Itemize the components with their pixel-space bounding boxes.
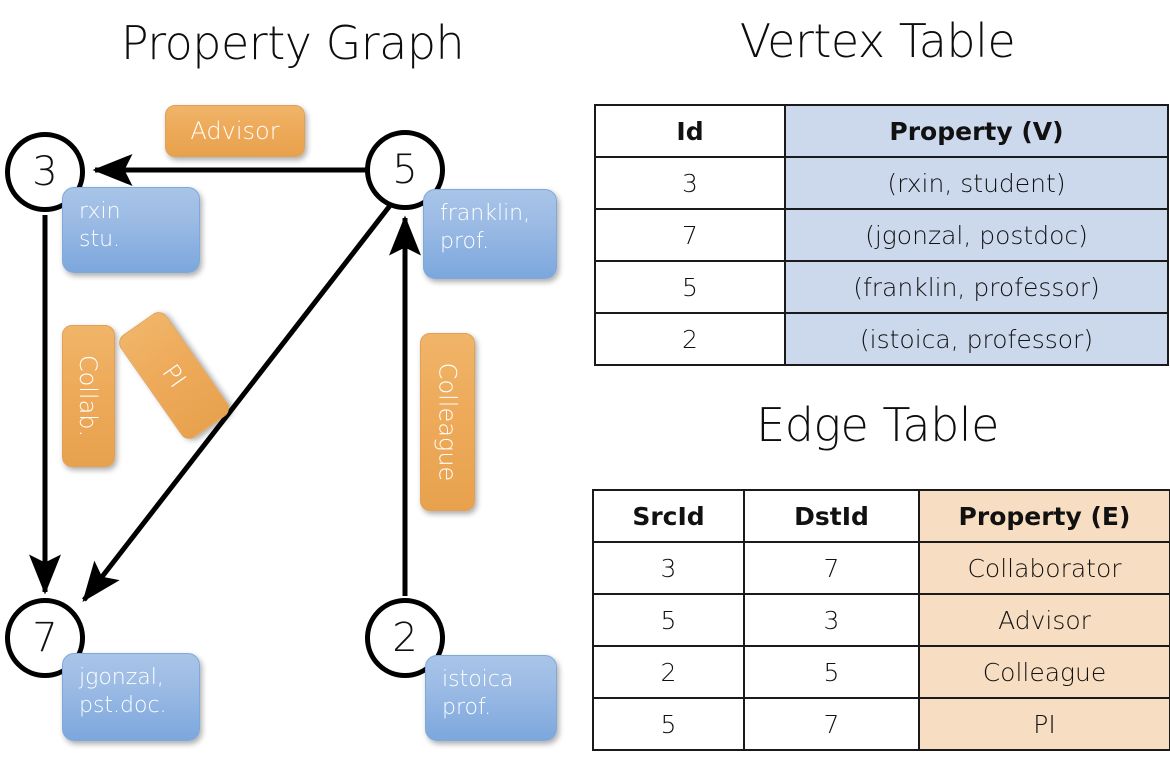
page-title-edge-table: Edge Table [756,398,999,452]
graph-vertex-5-label: 5 [392,147,418,193]
edge-table-header-dstid: DstId [743,489,920,543]
graph-vertex-3-label: 3 [32,149,58,195]
edge-table-cell-dstid: 5 [743,645,920,699]
edge-table-header-srcid: SrcId [592,489,745,543]
table-row: 3 (rxin, student) [594,156,1169,210]
vertex-table-cell-property: (jgonzal, postdoc) [784,208,1169,262]
graph-edges-layer [29,154,421,602]
edge-property-collab-label: Collab. [74,354,103,438]
edge-table-cell-property: PI [918,697,1170,751]
vertex-property-box-rxin: rxin stu. [62,187,200,273]
table-row: 2 5 Colleague [592,645,1170,699]
vertex-table: Id Property (V) 3 (rxin, student) 7 (jgo… [594,104,1169,366]
property-graph-diagram: 3 5 7 2 rxin stu. franklin, prof. jgonza… [5,105,557,741]
edge-table-cell-property: Collaborator [918,541,1170,595]
edge-table: SrcId DstId Property (E) 3 7 Collaborato… [592,489,1170,751]
vertex-table-header-row: Id Property (V) [594,104,1169,158]
graph-vertex-5[interactable]: 5 [365,130,445,210]
vertex-property-rxin-line2: stu. [79,226,121,252]
edge-property-pi-label: PI [156,358,192,393]
edge-table-header-property: Property (E) [918,489,1170,543]
edge-property-box-advisor: Advisor [165,105,305,157]
edge-table-cell-dstid: 7 [743,541,920,595]
table-row: 3 7 Collaborator [592,541,1170,595]
edge-table-cell-srcid: 5 [592,593,745,647]
edge-property-advisor-label: Advisor [190,117,280,145]
page-title-vertex-table: Vertex Table [739,14,1016,68]
vertex-table-header-property: Property (V) [784,104,1169,158]
edge-table-cell-property: Advisor [918,593,1170,647]
vertex-property-jgonzal-line1: jgonzal, [79,665,164,690]
table-row: 7 (jgonzal, postdoc) [594,208,1169,262]
graph-vertex-2-label: 2 [392,615,418,661]
edge-table-cell-dstid: 7 [743,697,920,751]
table-row: 2 (istoica, professor) [594,312,1169,366]
vertex-property-box-istoica: istoica prof. [425,655,557,741]
table-row: 5 7 PI [592,697,1170,751]
vertex-table-cell-property: (rxin, student) [784,156,1169,210]
edge-property-box-collab: Collab. [62,325,115,467]
edge-table-cell-srcid: 5 [592,697,745,751]
vertex-property-istoica-line2: prof. [442,694,492,720]
edge-property-box-colleague: Colleague [420,333,475,511]
vertex-property-box-franklin: franklin, prof. [423,189,557,279]
vertex-property-franklin-line2: prof. [440,228,490,254]
vertex-table-header-id: Id [594,104,786,158]
vertex-table-cell-id: 7 [594,208,786,262]
edge-table-cell-srcid: 3 [592,541,745,595]
vertex-table-cell-id: 5 [594,260,786,314]
table-row: 5 (franklin, professor) [594,260,1169,314]
vertex-table-cell-id: 2 [594,312,786,366]
graph-vertex-7-label: 7 [32,615,58,661]
vertex-property-rxin-line1: rxin [79,199,121,224]
vertex-property-jgonzal-line2: pst.doc. [79,692,167,718]
edge-5-to-7-pi [82,201,394,602]
vertex-property-box-jgonzal: jgonzal, pst.doc. [62,653,200,741]
vertex-table-cell-property: (franklin, professor) [784,260,1169,314]
graph-vertex-2[interactable]: 2 [365,598,445,678]
vertex-table-cell-property: (istoica, professor) [784,312,1169,366]
table-row: 5 3 Advisor [592,593,1170,647]
vertex-table-cell-id: 3 [594,156,786,210]
vertex-property-franklin-line1: franklin, [440,201,531,226]
page-title-property-graph: Property Graph [120,16,465,70]
edge-table-cell-srcid: 2 [592,645,745,699]
edge-table-cell-property: Colleague [918,645,1170,699]
edge-table-header-row: SrcId DstId Property (E) [592,489,1170,543]
edge-property-colleague-label: Colleague [433,362,462,482]
vertex-property-istoica-line1: istoica [442,667,514,692]
edge-table-cell-dstid: 3 [743,593,920,647]
